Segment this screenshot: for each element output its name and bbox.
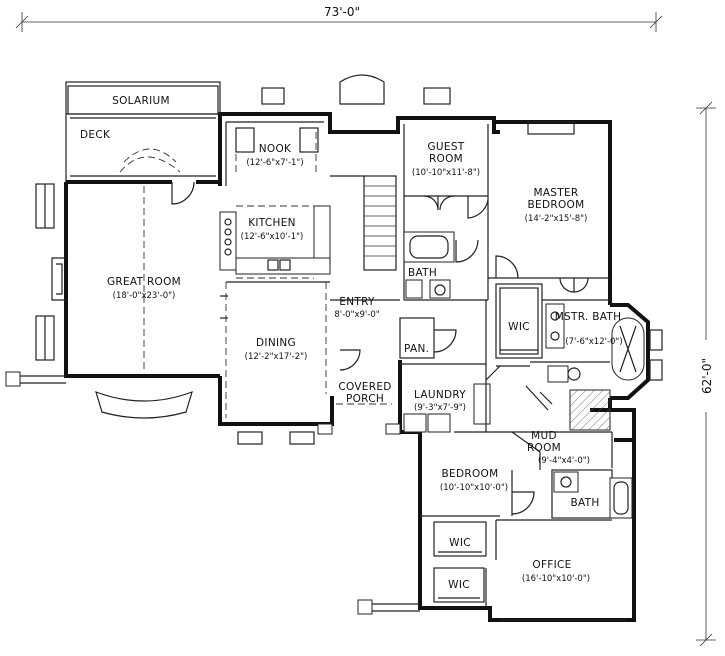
master-bath <box>530 299 645 383</box>
great-room <box>51 181 195 372</box>
center-hall <box>485 300 553 433</box>
bedroom-wic-label: WIC <box>449 537 471 549</box>
master-bay-windows <box>649 329 663 381</box>
solarium <box>65 81 221 182</box>
overall-depth-label: 62'-0" <box>700 358 714 394</box>
great-room-windows <box>35 183 193 419</box>
hall-bath <box>551 469 633 519</box>
kitchen-cabinetry <box>219 205 331 279</box>
master-bath-size: (7'-6"x12'-0") <box>565 337 622 347</box>
mud-room <box>511 431 613 470</box>
guest-bath-label: BATH <box>408 267 437 279</box>
great-room-size: (18'-0"x23'-0") <box>113 291 176 301</box>
master-wic-label: WIC <box>508 321 530 333</box>
dining-room <box>220 281 330 445</box>
guest-room-label-2: ROOM <box>429 153 463 165</box>
width-dimension-line <box>15 4 663 32</box>
master-bedroom-size: (14'-2"x15'-8") <box>525 214 588 224</box>
hall-bath-label: BATH <box>570 497 599 509</box>
pantry <box>399 317 457 359</box>
stairs <box>330 175 397 271</box>
office-wic-label: WIC <box>448 579 470 591</box>
covered-porch-label-1: COVERED <box>338 381 391 393</box>
solarium-label: SOLARIUM <box>112 95 170 107</box>
nook-label: NOOK <box>259 143 292 155</box>
dining-label: DINING <box>256 337 296 349</box>
covered-porch-label-2: PORCH <box>346 393 384 405</box>
great-room-label: GREAT ROOM <box>107 276 181 288</box>
laundry-size: (9'-3"x7'-9") <box>414 403 466 413</box>
bedroom-label: BEDROOM <box>442 468 499 480</box>
mud-room-label-2: ROOM <box>527 442 561 454</box>
entry-area <box>317 299 401 435</box>
deck-label: DECK <box>80 129 111 141</box>
office <box>485 519 626 621</box>
entry-label: ENTRY <box>339 296 375 308</box>
dining-size: (12'-2"x17'-2") <box>245 352 308 362</box>
secondary-bedroom <box>420 470 535 517</box>
top-window-bays <box>261 74 575 135</box>
laundry <box>400 363 501 433</box>
office-label: OFFICE <box>532 559 571 571</box>
garden-walls <box>5 371 420 615</box>
kitchen-size: (12'-6"x10'-1") <box>241 232 304 242</box>
deck-railing <box>70 148 216 177</box>
master-bedroom-label-1: MASTER <box>533 187 578 199</box>
nook-area <box>225 121 324 186</box>
pantry-label: PAN. <box>404 343 429 355</box>
depth-dimension-line <box>696 101 716 647</box>
mud-room-label-1: MUD <box>531 430 557 442</box>
guest-room <box>403 124 489 300</box>
master-walk-in-closet <box>495 283 543 359</box>
master-bedroom <box>488 255 610 293</box>
guest-room-label-1: GUEST <box>427 141 464 153</box>
laundry-label: LAUNDRY <box>414 389 466 401</box>
kitchen-label: KITCHEN <box>248 217 296 229</box>
master-shower <box>569 389 611 431</box>
guest-room-size: (10'-10"x11'-8") <box>412 168 480 178</box>
guest-bath <box>403 231 488 301</box>
office-walk-in-closet <box>433 567 485 603</box>
office-size: (16'-10"x10'-0") <box>522 574 590 584</box>
bedroom-walk-in-closet <box>433 521 487 557</box>
master-bath-label: MSTR. BATH <box>555 311 622 323</box>
nook-size: (12'-6"x7'-1") <box>246 158 303 168</box>
mud-room-size: (9'-4"x4'-0") <box>538 456 590 466</box>
overall-width-label: 73'-0" <box>324 5 360 19</box>
entry-size: 8'-0"x9'-0" <box>334 310 379 320</box>
bedroom-size: (10'-10"x10'-0") <box>440 483 508 493</box>
master-bedroom-label-2: BEDROOM <box>528 199 585 211</box>
